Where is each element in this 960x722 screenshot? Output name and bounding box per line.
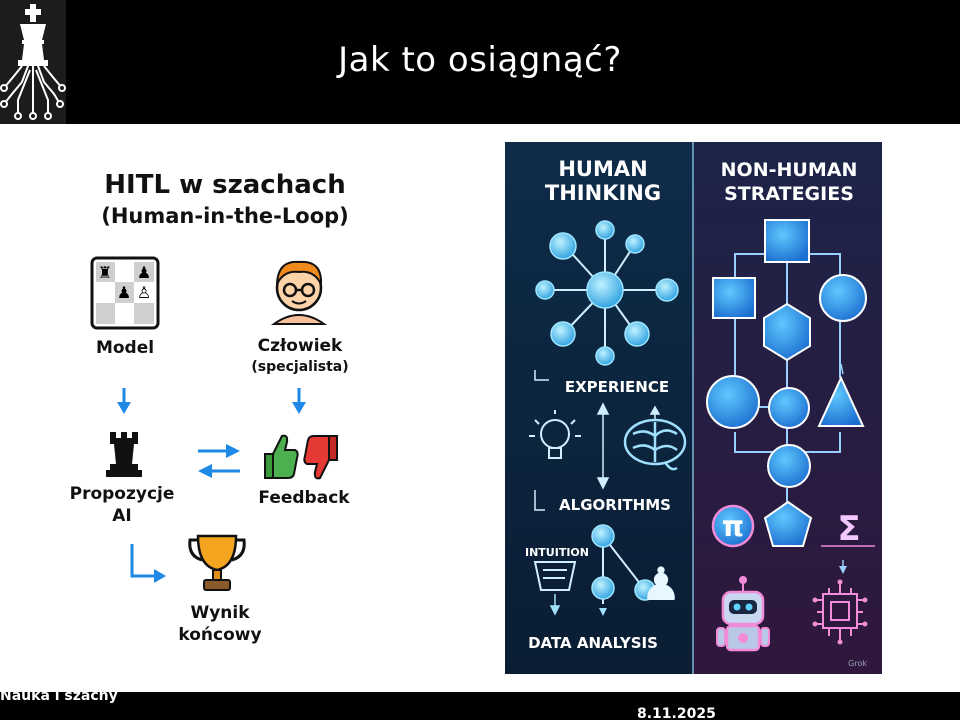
model-label: Model: [95, 338, 155, 358]
flowchart-icon: π Σ: [706, 219, 875, 574]
intuition-label: INTUITION: [525, 546, 589, 559]
circuit-chip-icon: [817, 584, 863, 640]
svg-text:♟: ♟: [117, 283, 131, 302]
arrow-down-icon: [116, 386, 132, 416]
non-human-header: NON-HUMAN: [721, 159, 858, 181]
non-human-header-line2: STRATEGIES: [724, 183, 854, 205]
neural-network-icon: [535, 220, 679, 366]
trophy-icon: [186, 532, 248, 594]
data-analysis-label: DATA ANALYSIS: [528, 634, 658, 652]
specialist-person-icon: [268, 254, 330, 326]
chess-king-circuit-logo: [0, 0, 66, 124]
list-icon: [533, 561, 577, 591]
hitl-subtitle: (Human-in-the-Loop): [101, 204, 349, 228]
brain-icon: [623, 418, 687, 471]
grok-watermark: Grok: [848, 659, 867, 668]
rook-icon: [104, 430, 144, 478]
corner-arrow-icon: [128, 542, 168, 586]
robot-icon: [716, 576, 770, 652]
thumbs-down-icon: [302, 432, 340, 484]
ai-proposals-sublabel: AI: [112, 506, 132, 526]
slide-title: Jak to osiągnąć?: [338, 40, 622, 80]
algorithms-label: ALGORITHMS: [559, 496, 671, 514]
footer-date: 8.11.2025: [637, 706, 716, 722]
svg-text:♜: ♜: [98, 263, 112, 282]
chess-pawn-piece-icon: ♟: [640, 557, 681, 611]
feedback-label: Feedback: [258, 488, 350, 508]
human-label: Człowiek: [257, 336, 343, 356]
sigma-symbol: Σ: [837, 509, 860, 549]
hitl-diagram: HITL w szachach (Human-in-the-Loop) ♜ ♟ …: [60, 160, 440, 660]
human-sublabel: (specjalista): [251, 359, 349, 375]
lightbulb-icon: [529, 410, 581, 459]
human-thinking-header: HUMAN: [558, 157, 647, 181]
up-arrow-icon: [649, 405, 661, 420]
human-vs-nonhuman-infographic: HUMAN THINKING NON-HUMAN STRATEGIES EXPE…: [505, 142, 882, 674]
svg-text:♙: ♙: [137, 283, 151, 302]
ai-proposals-label: Propozycje: [69, 484, 175, 504]
thumbs-up-icon: [262, 430, 300, 482]
chessboard-icon: ♜ ♟ ♟ ♙: [90, 256, 160, 330]
svg-text:♟: ♟: [137, 263, 151, 282]
human-thinking-header-line2: THINKING: [545, 181, 661, 205]
hitl-title: HITL w szachach: [104, 170, 346, 200]
slide-header: Jak to osiągnąć?: [0, 0, 960, 124]
experience-label: EXPERIENCE: [565, 378, 669, 396]
down-arrow-icon: [549, 594, 561, 616]
final-result-label: Wynik: [190, 603, 250, 623]
footer-title: Nauka i szachy: [0, 688, 118, 704]
vertical-double-arrow-icon: [596, 402, 610, 490]
decision-tree-icon: [591, 524, 656, 616]
pi-symbol: π: [722, 510, 744, 543]
arrow-down-icon: [291, 386, 307, 416]
slide-footer: Nauka i szachy 8.11.2025: [0, 688, 960, 722]
exchange-arrows-icon: [196, 440, 242, 482]
final-result-sublabel: końcowy: [178, 625, 262, 645]
